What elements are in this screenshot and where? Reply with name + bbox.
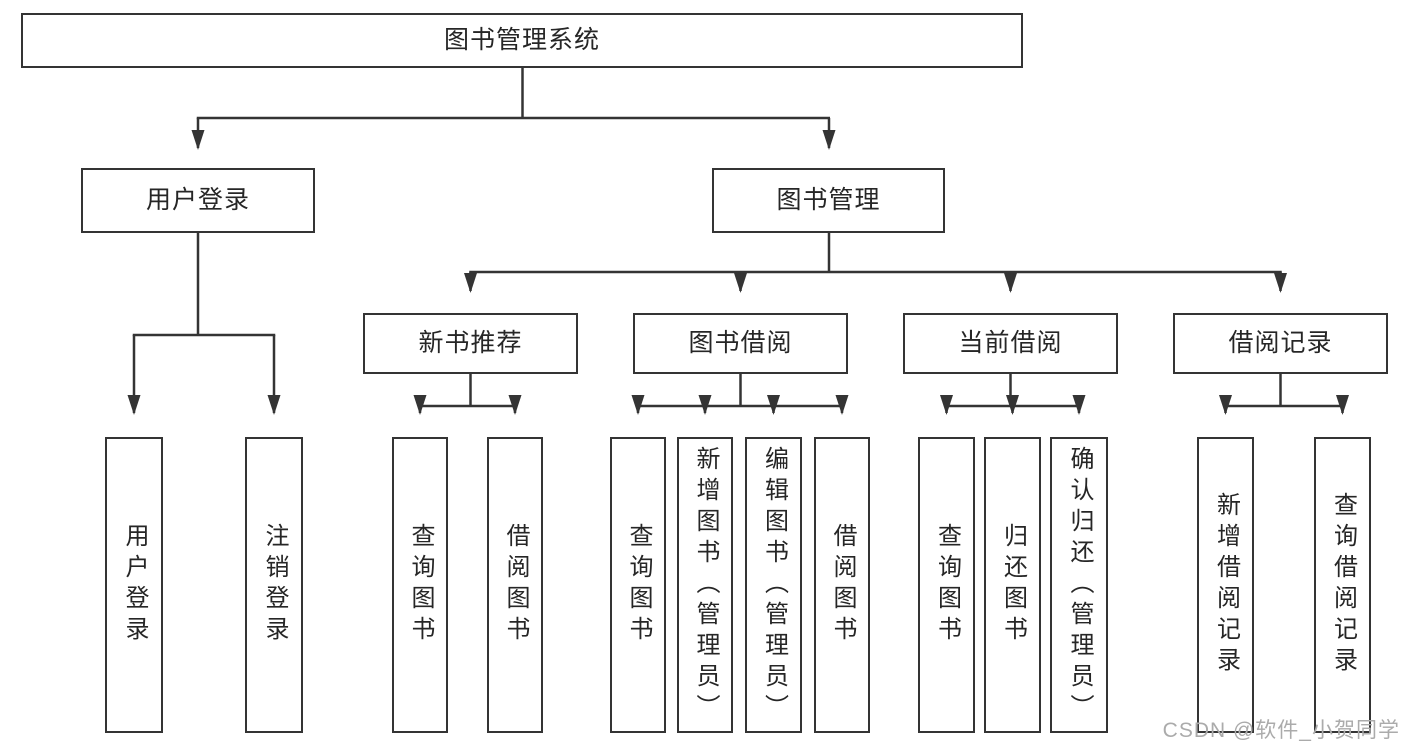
node-label: 新增图书（管理员） xyxy=(692,445,719,725)
node-label: 新增借阅记录 xyxy=(1212,492,1240,678)
node-label: 借阅图书 xyxy=(502,523,529,647)
node-label: 借阅图书 xyxy=(829,523,856,647)
node-label: 当前借阅 xyxy=(958,329,1063,357)
node-user-login: 用户登录 xyxy=(81,168,315,233)
node-leaf-newbook-borrow: 借阅图书 xyxy=(487,437,543,733)
node-label: 编辑图书（管理员） xyxy=(760,445,788,725)
node-label: 查询图书 xyxy=(407,523,434,647)
node-label: 图书借阅 xyxy=(688,329,793,357)
node-new-book-recommend: 新书推荐 xyxy=(363,313,578,374)
node-label: 图书管理 xyxy=(776,186,881,214)
connector-root-branch xyxy=(191,68,836,150)
node-leaf-current-confirm: 确认归还（管理员） xyxy=(1050,437,1108,733)
node-label: 借阅记录 xyxy=(1228,329,1333,357)
node-label: 归还图书 xyxy=(999,523,1027,647)
node-label: 图书管理系统 xyxy=(443,26,600,54)
node-leaf-current-query: 查询图书 xyxy=(918,437,975,733)
node-book-management: 图书管理 xyxy=(712,168,945,233)
connector-records-branch xyxy=(1219,374,1349,415)
connector-newbook-branch xyxy=(413,374,522,415)
watermark-text: CSDN @软件_小贺同学 xyxy=(1162,718,1400,742)
connector-management-branch xyxy=(464,233,1287,293)
node-leaf-records-add: 新增借阅记录 xyxy=(1197,437,1254,733)
node-leaf-current-return: 归还图书 xyxy=(984,437,1041,733)
node-leaf-borrow-query: 查询图书 xyxy=(610,437,666,733)
node-leaf-newbook-query: 查询图书 xyxy=(392,437,448,733)
connector-borrow-branch xyxy=(631,374,849,415)
node-leaf-borrow-borrow: 借阅图书 xyxy=(814,437,870,733)
node-leaf-logout: 注销登录 xyxy=(245,437,303,733)
node-label: 新书推荐 xyxy=(418,329,523,357)
node-leaf-borrow-add: 新增图书（管理员） xyxy=(677,437,733,733)
node-leaf-records-query: 查询借阅记录 xyxy=(1314,437,1371,733)
node-current-borrow: 当前借阅 xyxy=(903,313,1118,374)
node-label: 确认归还（管理员） xyxy=(1066,445,1093,725)
node-label: 用户登录 xyxy=(121,523,148,647)
node-borrow-records: 借阅记录 xyxy=(1173,313,1388,374)
node-root: 图书管理系统 xyxy=(21,13,1023,68)
connector-current-branch xyxy=(940,374,1086,415)
node-label: 用户登录 xyxy=(145,186,250,214)
node-leaf-borrow-edit: 编辑图书（管理员） xyxy=(745,437,802,733)
node-label: 查询图书 xyxy=(625,523,652,647)
node-label: 注销登录 xyxy=(261,523,288,647)
node-leaf-user-login: 用户登录 xyxy=(105,437,163,733)
node-book-borrow: 图书借阅 xyxy=(633,313,848,374)
connector-login-branch xyxy=(127,233,281,415)
node-label: 查询借阅记录 xyxy=(1329,492,1357,678)
node-label: 查询图书 xyxy=(933,523,961,647)
